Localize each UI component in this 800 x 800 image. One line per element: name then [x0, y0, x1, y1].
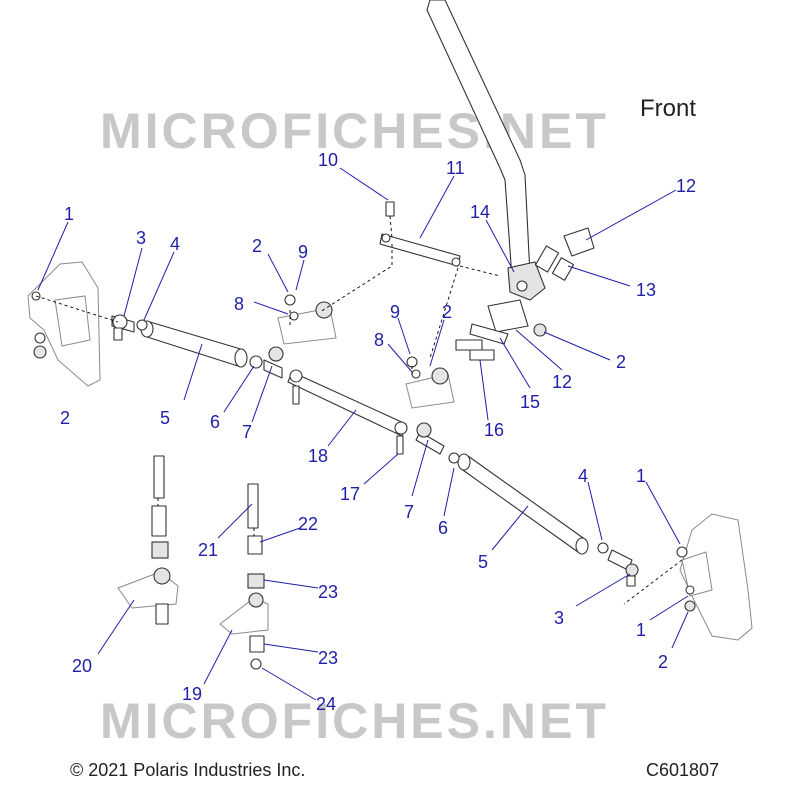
- callout-5: 5: [160, 408, 170, 428]
- copyright-text: © 2021 Polaris Industries Inc.: [70, 760, 306, 780]
- callout-13: 13: [636, 280, 656, 300]
- watermark-top: MICROFICHES.NET: [100, 103, 609, 159]
- callouts: 1 2 3 4 5 6 7 2 9 8 10 11 14 12 13 9 2 8…: [60, 150, 696, 714]
- tie-rod-end-left: [111, 314, 148, 341]
- callout-2: 2: [442, 302, 452, 322]
- callout-24: 24: [316, 694, 336, 714]
- callout-20: 20: [72, 656, 92, 676]
- tie-rod-end-mid-right: [415, 422, 460, 464]
- callout-7: 7: [242, 422, 252, 442]
- callout-6: 6: [438, 518, 448, 538]
- tie-rod-end-right: [597, 542, 639, 587]
- drag-link: [287, 369, 408, 437]
- pivot-stack-right: [219, 483, 269, 670]
- callout-2: 2: [252, 236, 262, 256]
- callout-11: 11: [446, 158, 465, 178]
- callout-3: 3: [136, 228, 146, 248]
- callout-4: 4: [170, 234, 180, 254]
- tie-rod-right: [457, 453, 589, 555]
- pitman-arm: [379, 201, 461, 267]
- callout-5: 5: [478, 552, 488, 572]
- callout-19: 19: [182, 684, 202, 704]
- idler-plate-upper: [277, 294, 337, 345]
- callout-9: 9: [390, 302, 400, 322]
- fasteners: [292, 385, 404, 455]
- callout-3: 3: [554, 608, 564, 628]
- callout-23: 23: [318, 648, 338, 668]
- callout-8: 8: [234, 294, 244, 314]
- callout-8: 8: [374, 330, 384, 350]
- callout-4: 4: [578, 466, 588, 486]
- assembly-guides: [35, 215, 683, 605]
- watermark-bottom: MICROFICHES.NET: [100, 693, 609, 749]
- knuckle-left: [27, 261, 101, 387]
- callout-18: 18: [308, 446, 328, 466]
- pivot-stack-left: [117, 455, 179, 625]
- callout-15: 15: [520, 392, 540, 412]
- callout-2: 2: [616, 352, 626, 372]
- idler-plate-lower: [405, 356, 455, 409]
- callout-21: 21: [198, 540, 218, 560]
- callout-2: 2: [658, 652, 668, 672]
- callout-16: 16: [484, 420, 504, 440]
- callout-22: 22: [298, 514, 318, 534]
- callout-leaders: [37, 167, 689, 701]
- callout-9: 9: [298, 242, 308, 262]
- callout-17: 17: [340, 484, 360, 504]
- front-label: Front: [640, 95, 696, 122]
- callout-7: 7: [404, 502, 414, 522]
- callout-10: 10: [318, 150, 338, 170]
- knuckle-right: [676, 513, 753, 641]
- callout-2: 2: [60, 408, 70, 428]
- callout-12: 12: [552, 372, 572, 392]
- callout-1: 1: [636, 466, 646, 486]
- tie-rod-left: [140, 320, 248, 368]
- callout-23: 23: [318, 582, 338, 602]
- tie-rod-end-mid-left: [249, 346, 284, 379]
- callout-14: 14: [470, 202, 490, 222]
- figure-code: C601807: [646, 760, 720, 780]
- steering-shaft: [426, 0, 546, 301]
- callout-12: 12: [676, 176, 696, 196]
- callout-1: 1: [636, 620, 646, 640]
- callout-1: 1: [64, 204, 74, 224]
- column-clamp: [455, 227, 595, 361]
- callout-6: 6: [210, 412, 220, 432]
